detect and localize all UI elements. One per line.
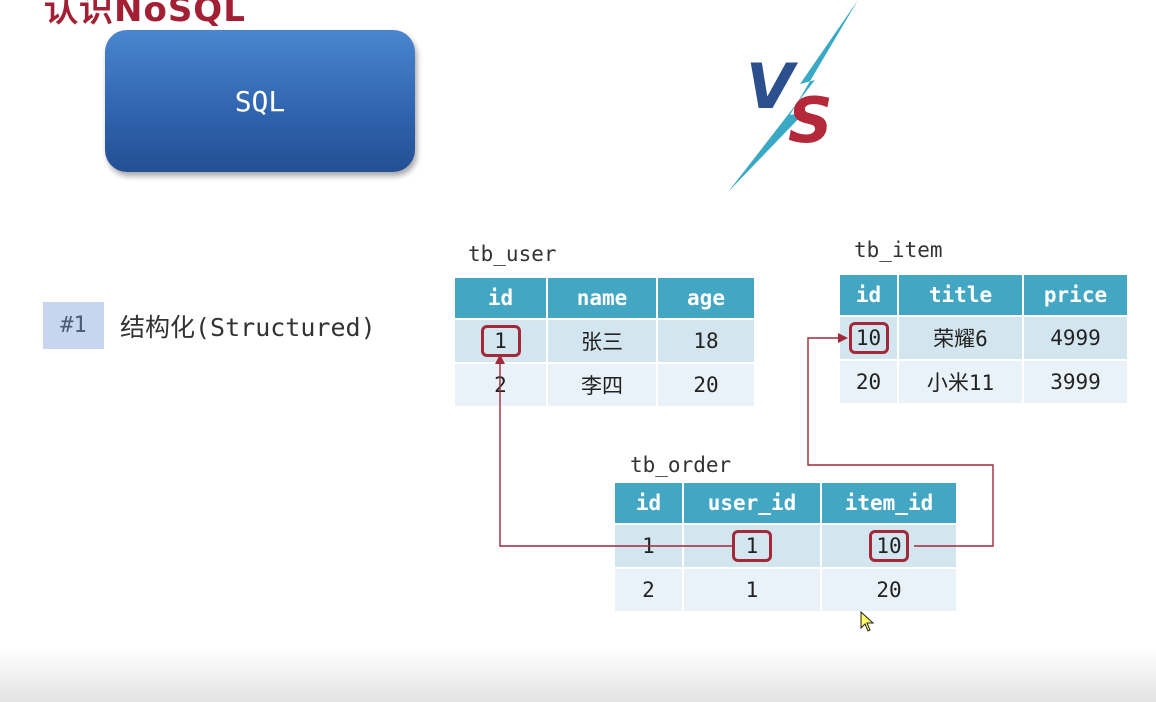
tb-user-table-name: tb_user	[468, 242, 557, 266]
tb-user-header-id: id	[455, 278, 546, 318]
tb-user-cell: 李四	[548, 362, 656, 406]
vs-lightning-bolt	[728, 0, 858, 192]
table-row: 20 小米11 3999	[840, 359, 1127, 403]
arrow-head-icon	[495, 354, 505, 364]
tb-item-header-id: id	[840, 275, 897, 315]
tb-user-table: id name age 1 张三 18 2 李四 20	[453, 278, 756, 406]
tb-order-header-user-id: user_id	[684, 483, 820, 523]
tb-item-table: id title price 10 荣耀6 4999 20 小米11 3999	[838, 275, 1129, 403]
tb-order-table-name: tb_order	[630, 453, 732, 477]
tb-order-table: id user_id item_id 1 1 10 2 1 20	[613, 483, 958, 611]
arrow-head-icon	[838, 333, 848, 343]
tb-item-header-title: title	[899, 275, 1022, 315]
tb-user-cell: 20	[658, 362, 754, 406]
sql-box: SQL	[105, 30, 415, 172]
tb-order-header-id: id	[615, 483, 682, 523]
tb-user-header-age: age	[658, 278, 754, 318]
tb-item-cell: 10	[840, 315, 897, 359]
section-heading: 结构化(Structured)	[120, 313, 376, 342]
section-number-tag: #1	[43, 302, 104, 349]
highlighted-id: 10	[848, 322, 889, 354]
table-row: 1 张三 18	[455, 318, 754, 362]
table-row: 10 荣耀6 4999	[840, 315, 1127, 359]
table-row: 2 1 20	[615, 567, 956, 611]
sql-box-label: SQL	[234, 84, 286, 118]
tb-item-table-name: tb_item	[854, 238, 943, 262]
highlighted-item-id: 10	[869, 530, 909, 562]
vs-letter-v: V	[746, 50, 799, 123]
tb-item-cell: 20	[840, 359, 897, 403]
page-title: 认识NoSQL	[44, 0, 246, 30]
vs-letter-s: S	[788, 84, 833, 157]
tb-item-cell: 小米11	[899, 359, 1022, 403]
bottom-bar	[0, 648, 1156, 702]
item-id-relation-line	[807, 337, 994, 547]
user-id-relation-line	[499, 362, 735, 547]
tb-order-cell: 2	[615, 567, 682, 611]
tb-user-header-name: name	[548, 278, 656, 318]
mouse-pointer-icon	[860, 611, 875, 632]
tb-item-cell: 3999	[1024, 359, 1127, 403]
tb-user-cell: 张三	[548, 318, 656, 362]
table-row: 2 李四 20	[455, 362, 754, 406]
tb-order-cell: 20	[822, 567, 956, 611]
tb-item-cell: 4999	[1024, 315, 1127, 359]
tb-order-header-item-id: item_id	[822, 483, 956, 523]
tb-item-cell: 荣耀6	[899, 315, 1022, 359]
tb-order-cell: 1	[684, 567, 820, 611]
tb-order-cell: 1	[684, 523, 820, 567]
tb-user-cell: 18	[658, 318, 754, 362]
tb-item-header-price: price	[1024, 275, 1127, 315]
table-row: 1 1 10	[615, 523, 956, 567]
vs-graphic: V S	[728, 0, 858, 192]
tb-order-cell: 10	[822, 523, 956, 567]
tb-order-cell: 1	[615, 523, 682, 567]
